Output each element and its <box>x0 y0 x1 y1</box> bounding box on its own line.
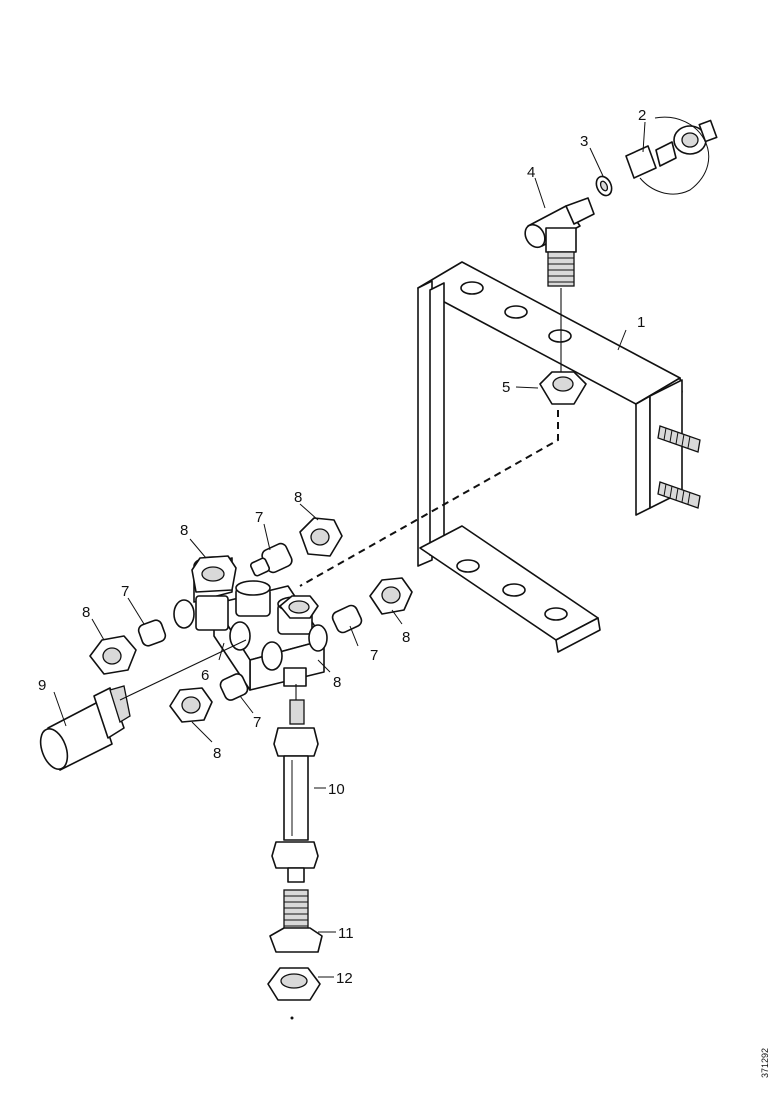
callout-5: 5 <box>502 379 510 396</box>
callout-7-right: 7 <box>370 647 378 664</box>
elbow-fitting <box>524 197 595 287</box>
callout-8-left: 8 <box>82 604 90 621</box>
sleeve-right <box>331 604 363 634</box>
threaded-union <box>269 889 323 953</box>
mounting-bracket <box>417 261 701 653</box>
callout-7-lower: 7 <box>253 714 261 731</box>
callout-8-upper-left: 8 <box>180 522 188 539</box>
union-nut-top <box>299 517 343 557</box>
callout-7-left: 7 <box>121 583 129 600</box>
callout-10: 10 <box>328 781 345 798</box>
union-nut-left <box>89 635 137 675</box>
callout-3: 3 <box>580 133 588 150</box>
bracket-stud-upper <box>657 425 701 453</box>
bottom-hex-nut <box>267 967 321 1001</box>
callout-1: 1 <box>637 314 645 331</box>
callout-11: 11 <box>338 925 354 942</box>
connector-fitting <box>625 116 718 195</box>
bracket-stud-lower <box>657 481 701 509</box>
pipe-assembly <box>271 699 319 883</box>
hex-nut <box>539 371 587 405</box>
plug-adapter <box>39 685 131 771</box>
callout-6: 6 <box>201 667 209 684</box>
callout-8-right: 8 <box>402 629 410 646</box>
axis-line-plug <box>119 639 247 701</box>
union-nut-lower <box>169 687 213 723</box>
sleeve-upper <box>249 542 293 577</box>
sealing-washer <box>595 175 613 197</box>
union-nut-upper-left <box>191 555 237 593</box>
callout-7-upper: 7 <box>255 509 263 526</box>
sleeve-left <box>137 619 167 647</box>
axis-end-dot <box>290 1016 294 1020</box>
callout-2: 2 <box>638 107 646 124</box>
callout-8-center: 8 <box>333 674 341 691</box>
union-nut-right <box>369 577 413 615</box>
callout-9: 9 <box>38 677 46 694</box>
dashed-assembly-line <box>299 410 559 587</box>
callout-12: 12 <box>336 970 353 987</box>
callout-8-lower: 8 <box>213 745 221 762</box>
callout-4: 4 <box>527 164 535 181</box>
document-id: 371292 <box>760 1048 770 1078</box>
callout-8-top: 8 <box>294 489 302 506</box>
sleeve-lower <box>219 673 249 701</box>
manifold-outlet-nut <box>279 595 319 619</box>
